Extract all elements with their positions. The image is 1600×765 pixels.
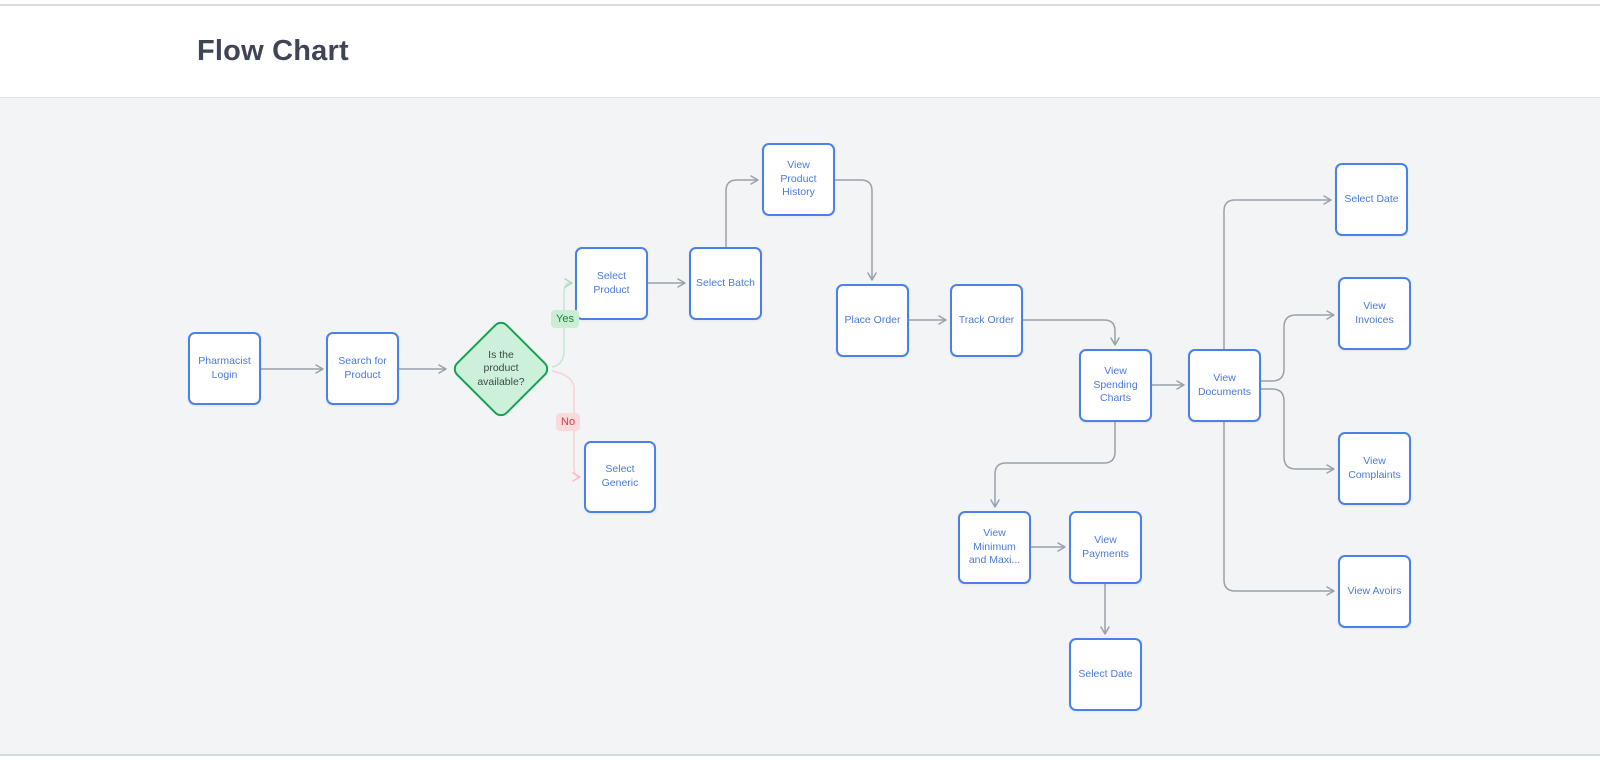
node-label: View Avoirs	[1347, 584, 1402, 597]
node-track-order[interactable]: Track Order	[950, 284, 1023, 357]
node-view-avoirs[interactable]: View Avoirs	[1338, 555, 1411, 628]
node-label: Is the product available?	[477, 348, 525, 388]
node-view-product-history[interactable]: View Product History	[762, 143, 835, 216]
node-label: View Invoices	[1355, 299, 1394, 326]
node-label: Track Order	[958, 313, 1015, 326]
node-label: View Spending Charts	[1093, 364, 1138, 405]
node-view-invoices[interactable]: View Invoices	[1338, 277, 1411, 350]
node-product-available[interactable]: Is the product available?	[450, 318, 552, 420]
node-label: View Product History	[780, 158, 817, 199]
node-label: Select Generic	[601, 463, 639, 489]
node-label: View Minimum and Maxi...	[968, 526, 1021, 567]
node-view-documents[interactable]: View Documents	[1188, 349, 1261, 422]
edge-label-no: No	[556, 413, 581, 432]
node-label: Pharmacist Login	[198, 354, 251, 381]
node-label: View Payments	[1082, 533, 1129, 560]
page-title: Flow Chart	[197, 34, 349, 67]
node-select-date-bottom[interactable]: Select Date	[1069, 638, 1142, 711]
node-label: Select Date	[1078, 667, 1133, 680]
node-label: Select Product	[593, 269, 630, 296]
node-label: View Complaints	[1348, 454, 1401, 481]
node-label: Select Date	[1344, 192, 1399, 205]
node-select-generic[interactable]: Select Generic	[584, 441, 656, 513]
node-label: Search for Product	[338, 354, 387, 381]
edge-label-yes: Yes	[551, 310, 579, 329]
node-select-date-top[interactable]: Select Date	[1335, 163, 1408, 236]
node-label: View Documents	[1197, 371, 1252, 398]
page-header: Flow Chart	[0, 6, 1600, 96]
node-view-complaints[interactable]: View Complaints	[1338, 432, 1411, 505]
node-select-batch[interactable]: Select Batch	[689, 247, 762, 320]
top-divider	[0, 4, 1600, 6]
node-view-spending-charts[interactable]: View Spending Charts	[1079, 349, 1152, 422]
node-select-product[interactable]: Select Product	[575, 247, 648, 320]
node-label: Select Batch	[696, 276, 755, 289]
node-view-minimum-maximum[interactable]: View Minimum and Maxi...	[958, 511, 1031, 584]
node-pharmacist-login[interactable]: Pharmacist Login	[188, 332, 261, 405]
node-place-order[interactable]: Place Order	[836, 284, 909, 357]
node-view-payments[interactable]: View Payments	[1069, 511, 1142, 584]
node-label: Place Order	[844, 313, 901, 326]
node-search-for-product[interactable]: Search for Product	[326, 332, 399, 405]
